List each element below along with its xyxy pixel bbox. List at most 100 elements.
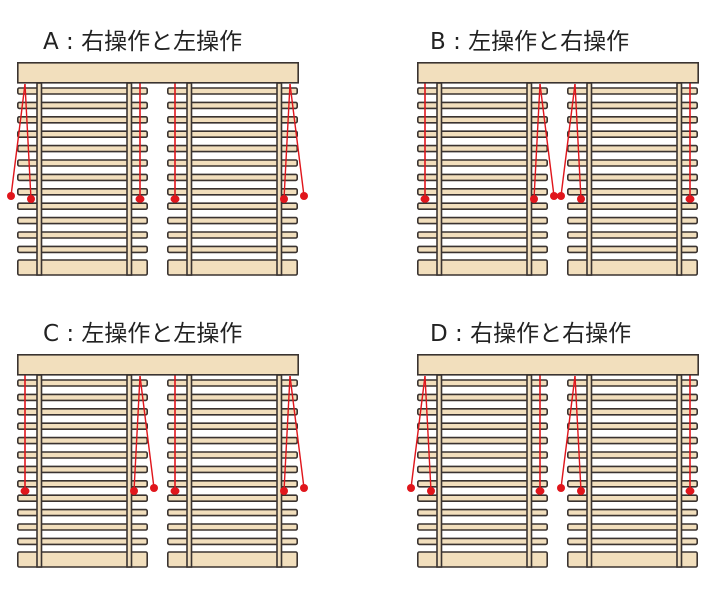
slat bbox=[17, 422, 148, 430]
ladder-tape bbox=[526, 82, 533, 276]
panel-title: D : 右操作と右操作 bbox=[430, 321, 632, 347]
slat bbox=[167, 436, 298, 445]
slat bbox=[17, 130, 148, 138]
slat bbox=[417, 508, 548, 517]
slat bbox=[567, 130, 698, 138]
cord-tassel bbox=[557, 192, 565, 200]
slat bbox=[417, 202, 548, 210]
slat bbox=[567, 508, 698, 517]
slat bbox=[167, 523, 298, 531]
lift-cord bbox=[283, 375, 291, 492]
ladder-tape bbox=[586, 82, 593, 276]
slat bbox=[417, 188, 548, 196]
ladder-tape bbox=[586, 374, 593, 568]
slat bbox=[167, 451, 298, 459]
slat bbox=[567, 188, 698, 196]
ladder-tape bbox=[126, 374, 133, 568]
ladder-tape bbox=[186, 374, 193, 568]
slat bbox=[567, 393, 698, 402]
cord-tassel bbox=[170, 195, 180, 203]
blind-diagram bbox=[7, 62, 308, 276]
slat bbox=[567, 523, 698, 531]
slat bbox=[17, 202, 148, 210]
slat bbox=[167, 202, 298, 210]
slat bbox=[567, 451, 698, 459]
bottom-rail bbox=[417, 259, 548, 276]
slat bbox=[417, 451, 548, 459]
slat bbox=[17, 144, 148, 153]
slat bbox=[167, 379, 298, 387]
lift-cord bbox=[289, 375, 305, 489]
slat bbox=[167, 407, 298, 416]
lift-cord bbox=[574, 375, 582, 492]
slat bbox=[567, 216, 698, 225]
slat bbox=[167, 494, 298, 502]
cord-tassel bbox=[130, 487, 138, 495]
slat bbox=[167, 231, 298, 239]
cord-tassel bbox=[300, 192, 308, 200]
panel-title: A : 右操作と左操作 bbox=[43, 29, 243, 55]
slat bbox=[567, 231, 698, 239]
slat bbox=[17, 436, 148, 445]
headrail bbox=[417, 62, 699, 84]
slat bbox=[167, 422, 298, 430]
blind-diagram bbox=[417, 62, 699, 276]
slat bbox=[167, 144, 298, 153]
slat bbox=[417, 407, 548, 416]
ladder-tape bbox=[676, 374, 683, 568]
blind-diagram bbox=[407, 354, 699, 568]
blind-diagram bbox=[17, 354, 308, 568]
slat bbox=[17, 523, 148, 531]
slat bbox=[417, 216, 548, 225]
ladder-tape bbox=[36, 374, 43, 568]
cord-tassel bbox=[20, 487, 30, 495]
slat bbox=[17, 379, 148, 387]
cord-tassel bbox=[530, 195, 538, 203]
slat bbox=[17, 451, 148, 459]
lift-cord bbox=[289, 83, 305, 197]
slat bbox=[17, 465, 148, 474]
bottom-rail bbox=[17, 259, 148, 276]
cord-tassel bbox=[135, 195, 145, 203]
slat bbox=[417, 144, 548, 153]
slat bbox=[17, 188, 148, 196]
lift-cord bbox=[283, 83, 291, 200]
ladder-tape bbox=[186, 82, 193, 276]
lift-cord bbox=[10, 83, 26, 197]
lift-cord bbox=[574, 83, 582, 200]
ladder-tape bbox=[126, 82, 133, 276]
cord-tassel bbox=[577, 487, 585, 495]
slat bbox=[417, 494, 548, 502]
panel-title: C : 左操作と左操作 bbox=[43, 321, 243, 347]
slat bbox=[417, 480, 548, 488]
slat bbox=[17, 494, 148, 502]
cord-tassel bbox=[407, 484, 415, 492]
cord-tassel bbox=[170, 487, 180, 495]
slat bbox=[167, 216, 298, 225]
slat bbox=[167, 537, 298, 546]
slat bbox=[167, 393, 298, 402]
slat bbox=[167, 480, 298, 488]
bottom-rail bbox=[17, 551, 148, 568]
cord-tassel bbox=[550, 192, 558, 200]
slat bbox=[567, 101, 698, 110]
slat bbox=[17, 173, 148, 182]
headrail bbox=[17, 354, 299, 376]
slat bbox=[17, 393, 148, 402]
slat bbox=[567, 494, 698, 502]
slat bbox=[567, 465, 698, 474]
lift-cord bbox=[139, 375, 155, 489]
slat bbox=[567, 245, 698, 254]
slat bbox=[567, 115, 698, 124]
panel-title: B : 左操作と右操作 bbox=[430, 29, 630, 55]
slat bbox=[167, 159, 298, 167]
cord-tassel bbox=[535, 487, 545, 495]
lift-cord bbox=[560, 375, 576, 489]
slat bbox=[417, 436, 548, 445]
slat bbox=[417, 159, 548, 167]
ladder-tape bbox=[36, 82, 43, 276]
slat bbox=[567, 144, 698, 153]
slat bbox=[17, 159, 148, 167]
cord-tassel bbox=[7, 192, 15, 200]
slat bbox=[167, 508, 298, 517]
